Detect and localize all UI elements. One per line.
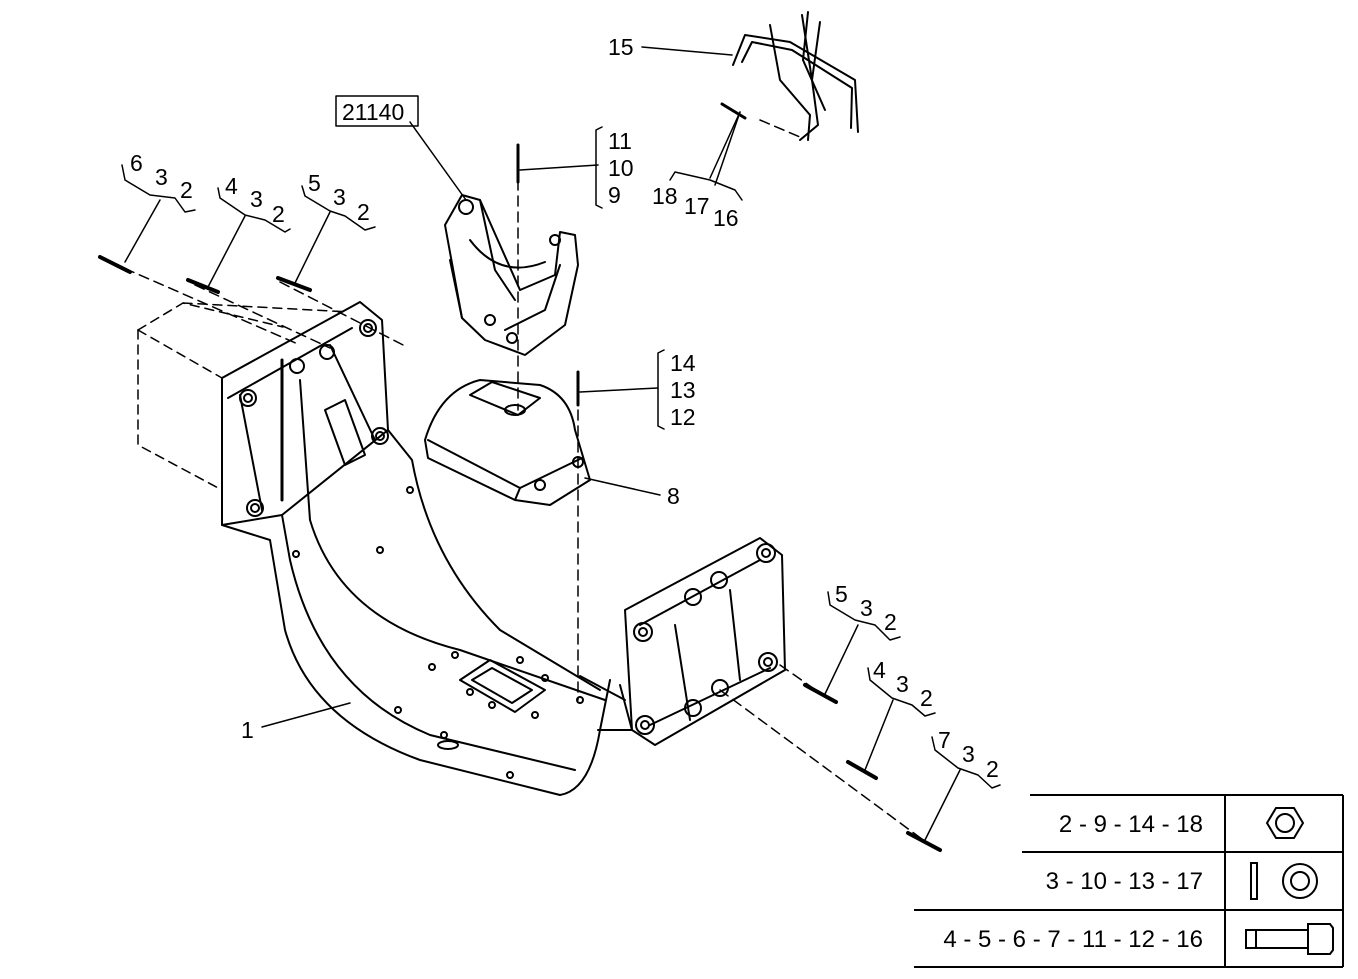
wire-clip	[732, 11, 859, 141]
callout-bracket-1: 11	[608, 128, 632, 154]
right-mounting-plate	[579, 537, 786, 746]
legend-row-2-label: 3 - 10 - 13 - 17	[1046, 868, 1203, 895]
callout-r-b-3: 2	[920, 685, 933, 711]
callout-r-a-3: 2	[884, 609, 897, 635]
callout-bracket-2: 10	[608, 155, 634, 181]
cradle-bracket	[221, 301, 611, 796]
legend-row-1-label: 2 - 9 - 14 - 18	[1059, 811, 1203, 838]
callout-clip-2: 17	[684, 193, 710, 219]
bolt-drawings	[98, 102, 942, 852]
callout-r-c-2: 3	[962, 741, 975, 767]
washer-icon	[1250, 862, 1318, 900]
engine-block-phantom	[137, 302, 351, 491]
hex-nut-icon	[1265, 807, 1305, 839]
callout-tl-b-1: 4	[225, 173, 238, 199]
callout-clip-3: 16	[713, 205, 739, 231]
reference-box	[335, 95, 419, 127]
callout-tl-b-2: 3	[250, 186, 263, 212]
callout-mount-3: 12	[670, 404, 696, 430]
callout-r-a-1: 5	[835, 581, 848, 607]
reference-number: 21140	[342, 99, 404, 125]
callout-mount-1: 14	[670, 350, 696, 376]
callout-8: 8	[667, 483, 680, 509]
callout-1: 1	[241, 717, 254, 743]
callout-bracket-3: 9	[608, 182, 621, 208]
bolt-icon	[1245, 923, 1334, 955]
hardware-legend: 2 - 9 - 14 - 18 3 - 10 - 13 - 17 4 - 5 -…	[914, 794, 1344, 968]
callout-mount-2: 13	[670, 377, 696, 403]
callout-r-b-2: 3	[896, 671, 909, 697]
rubber-mount	[424, 379, 591, 506]
callout-r-c-1: 7	[938, 727, 951, 753]
callout-tl-c-2: 3	[333, 184, 346, 210]
callout-tl-a-2: 3	[155, 164, 168, 190]
callout-r-c-3: 2	[986, 756, 999, 782]
callout-15: 15	[608, 34, 634, 60]
callout-r-a-2: 3	[860, 595, 873, 621]
callout-tl-a-1: 6	[130, 150, 143, 176]
legend-row-3-label: 4 - 5 - 6 - 7 - 11 - 12 - 16	[943, 926, 1203, 953]
callout-tl-a-3: 2	[180, 177, 193, 203]
callout-tl-b-3: 2	[272, 201, 285, 227]
callout-tl-c-3: 2	[357, 199, 370, 225]
callout-clip-1: 18	[652, 183, 678, 209]
leader-lines	[121, 46, 1001, 841]
upper-bracket	[444, 194, 579, 356]
callout-r-b-1: 4	[873, 657, 886, 683]
callout-labels: 21140 1 8 15 6 3 2 4 3 2 5 3 2 11 10 9 1…	[130, 34, 999, 782]
callout-tl-c-1: 5	[308, 170, 321, 196]
